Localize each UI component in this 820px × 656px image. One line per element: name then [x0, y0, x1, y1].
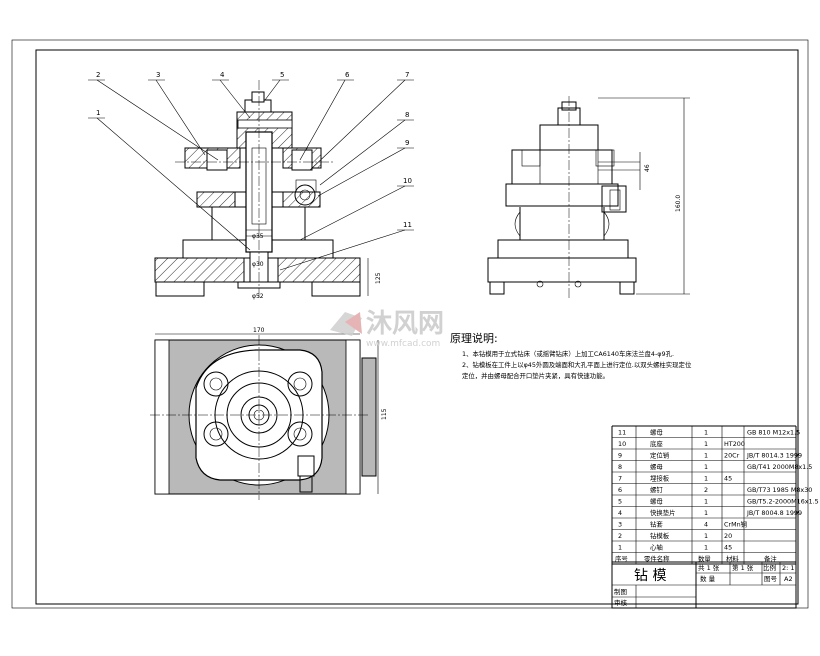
bom-row-no: 7	[618, 475, 622, 483]
watermark-url: www.mfcad.com	[366, 339, 440, 349]
bom-row-no: 5	[618, 498, 622, 506]
bom-row-qty: 1	[704, 440, 708, 448]
drawing-no-label: 图号	[764, 575, 778, 583]
balloon-7: 7	[405, 71, 409, 79]
dim-inner-bottom: φ30	[252, 261, 264, 268]
bom-row-name: 螺母	[650, 462, 663, 471]
balloon-10: 10	[403, 177, 412, 185]
bom-row-qty: 1	[704, 544, 708, 552]
notes-line-2: 2、钻模板在工件上以φ45外圆及端面和大孔平面上进行定位.以双头螺柱实现定位	[462, 360, 692, 369]
bom-row-no: 6	[618, 486, 622, 494]
bom-row-qty: 1	[704, 509, 708, 517]
bom-row-no: 10	[618, 440, 626, 448]
bom-row-name: 埋接板	[650, 474, 670, 483]
bom-row-qty: 1	[704, 532, 708, 540]
side-view: 46 160.0	[487, 96, 690, 300]
bom-row-standard: JB/T 8014.3 1999	[746, 452, 802, 460]
bom-row-standard: JB/T 8004.8 1999	[746, 509, 802, 517]
bom-row-no: 11	[618, 429, 626, 437]
bom-header-name: 零件名称	[644, 554, 670, 563]
drawing-title: 钻 模	[634, 568, 666, 584]
drawn-label: 制图	[614, 587, 627, 596]
bom-row-no: 3	[618, 521, 622, 529]
dim-side-height: 160.0	[675, 195, 682, 212]
balloon-3: 3	[156, 71, 160, 79]
balloon-8: 8	[405, 111, 409, 119]
bom-row-name: 心轴	[650, 543, 663, 552]
balloon-6: 6	[345, 71, 350, 79]
dim-top-width: 170	[253, 327, 265, 334]
watermark: 沐风网 www.mfcad.com	[330, 309, 444, 349]
bom-row-name: 螺钉	[650, 485, 663, 494]
balloon-leaders	[88, 79, 414, 271]
balloon-1: 1	[96, 109, 100, 117]
dim-top-height: 115	[381, 408, 388, 420]
bom-row-name: 定位销	[650, 451, 670, 460]
notes-title: 原理说明:	[450, 331, 498, 345]
bom-row-qty: 1	[704, 475, 708, 483]
sheet-no: 第 1 张	[732, 563, 754, 572]
drawing-frame	[11, 39, 809, 609]
notes-line-3: 定位，并由螺母配合开口垫片夹紧，具有快速功能。	[462, 371, 609, 380]
bom-row-standard: GB/T41 2000M8x1.5	[747, 463, 812, 471]
bom-header-material: 材料	[726, 554, 739, 563]
balloon-5: 5	[280, 71, 284, 79]
title-block: 钻 模 共 1 张 第 1 张 比例 2: 1 数 量 图号 A2 制图 审核	[611, 561, 797, 609]
bom-row-material: CrMn钢	[724, 521, 747, 529]
dim-height: 125	[375, 272, 382, 284]
bom-row-material: 45	[724, 544, 732, 552]
drawing-no-value: A2	[784, 575, 793, 583]
dim-inner-top: φ35	[252, 233, 264, 240]
balloon-4: 4	[220, 71, 225, 79]
bom-row-qty: 1	[704, 429, 708, 437]
qty-label: 数 量	[700, 574, 716, 583]
scale-label: 比例	[763, 563, 776, 572]
bom-row-name: 底座	[650, 439, 663, 448]
bom-row-no: 4	[618, 509, 622, 517]
bom-row-name: 快换垫片	[650, 508, 676, 517]
bom-header-no: 序号	[615, 554, 628, 563]
bom-row-qty: 4	[704, 521, 708, 529]
bom-row-material: 20Cr	[724, 452, 740, 460]
bom-row-standard: GB/T5.2-2000M16x1.5	[747, 498, 819, 506]
bom-row-no: 8	[618, 463, 622, 471]
bom-row-standard: GB 810 M12x1.5	[747, 429, 800, 437]
bom-row-name: 螺母	[650, 428, 663, 437]
notes-line-1: 1、本钻模用于立式钻床（或摇臂钻床）上加工CA6140车床法兰盘4-φ9孔.	[462, 349, 674, 358]
bom-header-qty: 数量	[698, 554, 711, 563]
bom-row-material: HT200	[724, 440, 745, 448]
bom-row-material: 45	[724, 475, 732, 483]
top-view: 170 115	[150, 327, 388, 500]
bom-row-no: 1	[618, 544, 622, 552]
balloon-labels: 2 3 4 5 6 7 8 9 10 11 1	[96, 71, 412, 229]
front-section-view	[154, 80, 361, 300]
bom-row-qty: 2	[704, 486, 708, 494]
sheet-total: 共 1 张	[698, 563, 720, 572]
dim-base: φ52	[252, 293, 264, 300]
bom-row-qty: 1	[704, 498, 708, 506]
bom-row-material: 20	[724, 532, 732, 540]
notes: 原理说明: 1、本钻模用于立式钻床（或摇臂钻床）上加工CA6140车床法兰盘4-…	[450, 331, 692, 380]
bom-row-name: 钻模板	[650, 531, 670, 540]
bom-row-no: 9	[618, 452, 622, 460]
bom-row-name: 螺母	[650, 497, 663, 506]
front-dimensions: φ35 φ30 φ52 125	[252, 233, 382, 300]
bom-row-no: 2	[618, 532, 622, 540]
watermark-text: 沐风网	[366, 309, 444, 339]
bom-row-qty: 1	[704, 452, 708, 460]
bom-row-qty: 1	[704, 463, 708, 471]
balloon-2: 2	[96, 71, 100, 79]
bom-header-standard: 备注	[764, 554, 777, 563]
checked-label: 审核	[614, 598, 628, 607]
bom-row-name: 钻套	[650, 520, 663, 529]
bom-row-standard: GB/T73 1985 M8x30	[747, 486, 812, 494]
balloon-9: 9	[405, 139, 409, 147]
scale-value: 2: 1	[782, 564, 795, 572]
dim-side-small: 46	[644, 164, 651, 172]
balloon-11: 11	[403, 221, 412, 229]
